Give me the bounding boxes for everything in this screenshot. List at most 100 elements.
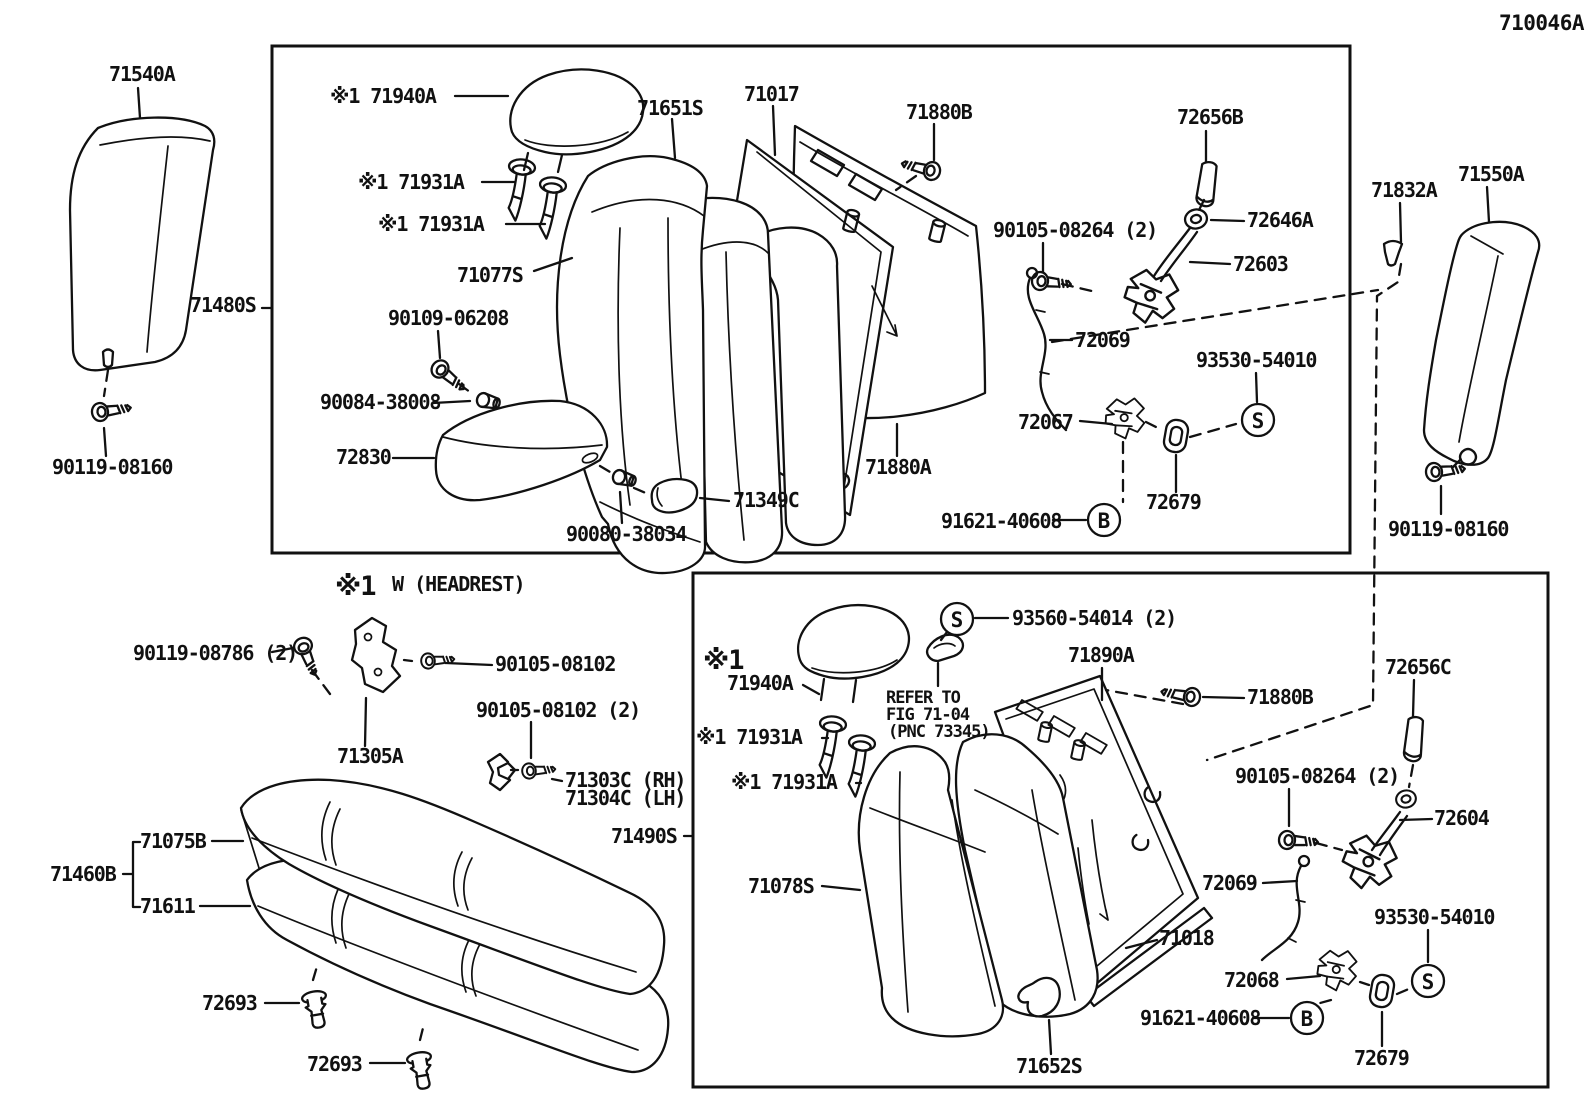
leader — [1201, 695, 1246, 700]
cushion-upper-seams — [240, 801, 637, 973]
callout-letter: S — [951, 608, 964, 632]
grommet-icon — [1161, 417, 1191, 455]
leader — [771, 104, 777, 157]
push-clip-icon — [1382, 239, 1404, 267]
part-label-90084-38008: 90084-38008 — [320, 390, 440, 414]
part-label-72830: 72830 — [336, 445, 391, 469]
grommet-icon — [1367, 972, 1397, 1010]
bushing-ring-icon — [1182, 206, 1210, 232]
dash-latch-b-lower — [1311, 998, 1333, 1007]
hinge-clip-drawing — [496, 761, 517, 781]
part-label-72603: 72603 — [1233, 252, 1288, 276]
hinge-hardware-group — [290, 616, 557, 792]
leader — [1078, 419, 1114, 426]
part-label-71460B: 71460B — [50, 862, 117, 886]
seat-hook-inner — [933, 642, 956, 649]
refer-note-line3: (PNC 73345) — [888, 722, 990, 742]
bolster-outline — [68, 116, 216, 372]
part-label-71931A-lower-2: ※1 71931A — [731, 770, 838, 794]
part-label-72067: 72067 — [1018, 410, 1073, 434]
part-label-90119-08786: 90119-08786 (2) — [133, 641, 297, 665]
side-pad-71652S-drawing — [1017, 976, 1061, 1018]
cap-inner — [656, 487, 663, 507]
callout-circle — [1086, 502, 1122, 538]
leader — [444, 661, 494, 667]
bracket-hole — [363, 632, 373, 642]
headrest-drawing — [509, 68, 645, 156]
cushion-upper-slab — [239, 778, 666, 996]
seat-hook-icon — [926, 633, 965, 663]
leader — [1398, 201, 1403, 244]
part-label-71349C: 71349C — [733, 488, 799, 512]
part-label-71652S: 71652S — [1016, 1054, 1082, 1078]
headrest-posts — [522, 151, 564, 174]
part-label-71540A: 71540A — [109, 62, 176, 86]
refer-note-line2: FIG 71-04 — [886, 705, 970, 725]
cushion-clip-icon — [405, 1049, 438, 1092]
part-label-71651S: 71651S — [637, 96, 703, 120]
part-label-71940A-upper: ※1 71940A — [330, 84, 437, 108]
callout-circle — [1289, 1000, 1325, 1036]
dash-latch-grommet-s-lower — [1358, 980, 1413, 996]
part-label-71018: 71018 — [1159, 926, 1214, 950]
part-label-71880B-lower: 71880B — [1247, 685, 1314, 709]
dash-clip-vertical — [1205, 262, 1403, 762]
leader — [618, 490, 624, 525]
leader — [1285, 974, 1322, 981]
part-label-90109-06208: 90109-06208 — [388, 306, 508, 330]
dash-cable-diagonal — [1050, 288, 1380, 344]
part-label-90105-08102-2: 90105-08102 (2) — [476, 698, 640, 722]
part-label-93530-54010-lower: 93530-54010 — [1374, 905, 1494, 929]
leader — [136, 86, 142, 120]
part-label-71890A: 71890A — [1068, 643, 1135, 667]
callout-letter: S — [1252, 409, 1265, 433]
dash-right-bolster — [1451, 457, 1463, 469]
lower-assembly-box — [691, 571, 1550, 1089]
part-label-93560-54014: 93560-54014 (2) — [1012, 606, 1176, 630]
cushion-lower-seams — [257, 884, 639, 1051]
part-label-72069-lower: 72069 — [1202, 871, 1257, 895]
guide-pin-icon — [533, 175, 568, 242]
leader — [1398, 817, 1434, 822]
cable-drawing — [1260, 854, 1311, 962]
bracket-71460B — [121, 840, 142, 909]
part-label-72656B: 72656B — [1177, 105, 1244, 129]
callout-b-upper: B — [1086, 502, 1122, 538]
lock-rod-drawing — [1370, 810, 1409, 857]
callout-circle — [1240, 402, 1276, 438]
back-board-inner — [1005, 688, 1184, 967]
dash-cushion-clips — [311, 961, 426, 1042]
headrest-posts — [819, 677, 858, 704]
dash-screw-latch-lower — [1314, 841, 1344, 852]
note-headrest: W (HEADREST) — [392, 572, 525, 596]
callout-s-lower-top: S — [939, 601, 975, 637]
dash-screw-latch — [1060, 282, 1098, 294]
hinge-bracket-drawing — [350, 616, 402, 694]
bolster-stud — [101, 348, 115, 369]
seat-frame-inner — [756, 151, 882, 501]
dash-latch-grommet-s — [1144, 420, 1238, 439]
bolster-topface — [99, 136, 211, 146]
leader — [550, 777, 564, 783]
leader — [820, 884, 862, 892]
headrest-crease — [811, 659, 898, 674]
dash-screw-board-lower — [1104, 688, 1185, 706]
frame-arrow — [871, 285, 898, 337]
callout-letter: S — [1422, 970, 1435, 994]
lock-assembly-icon — [1121, 266, 1182, 327]
armrest-drawing — [434, 399, 609, 502]
callout-b-lower: B — [1289, 1000, 1325, 1036]
seatback-right-seams — [974, 789, 1076, 1001]
cap-71349C-drawing — [650, 477, 699, 514]
bolster-crease — [146, 145, 169, 353]
part-label-72679-upper: 72679 — [1146, 490, 1201, 514]
part-label-90105-08264-lower: 90105-08264 (2) — [1235, 764, 1399, 788]
part-label-71075B: 71075B — [140, 829, 207, 853]
part-label-71304C-LH: 71304C (LH) — [565, 786, 685, 810]
back-panel-71018-drawing — [1084, 906, 1214, 1008]
leader-lines — [102, 86, 1491, 1065]
leader — [939, 616, 1010, 642]
screw-icon — [1277, 829, 1320, 853]
headrest-crease — [524, 131, 629, 147]
part-label-71077S: 71077S — [457, 263, 523, 287]
